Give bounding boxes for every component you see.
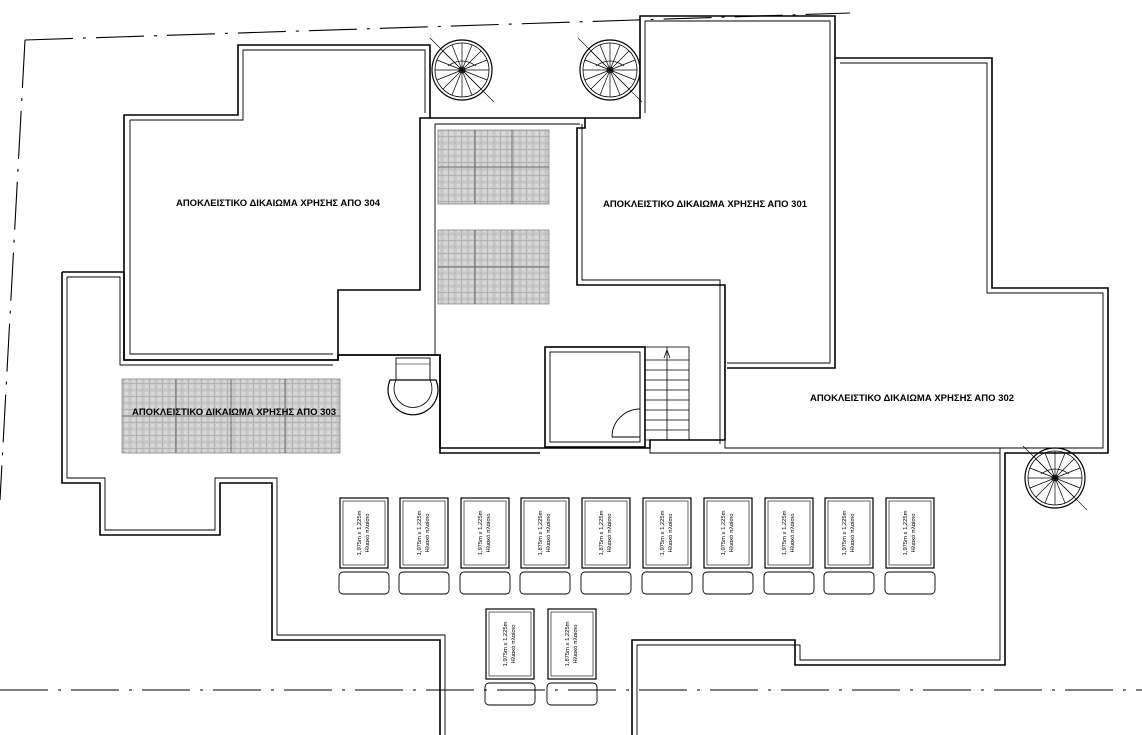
panel-type-label: Ηλιακό πλαίσιο xyxy=(545,514,552,553)
panel-type-label: Ηλιακό πλαίσιο xyxy=(667,514,674,553)
solar-panel: 1,875m x 1,225m Ηλιακό πλαίσιο xyxy=(519,497,571,595)
solar-panel: 1,975m x 1,225m Ηλιακό πλαίσιο xyxy=(398,497,450,595)
solar-panel-row-2: 1,975m x 1,225m Ηλιακό πλαίσιο 1,875m x … xyxy=(484,608,598,706)
solar-panel: 1,975m x 1,225m Ηλιακό πλαίσιο xyxy=(459,497,511,595)
panel-size-label: 1,875m x 1,225m xyxy=(538,510,544,555)
panel-size-label: 1,975m x 1,225m xyxy=(503,621,509,666)
panel-type-label: Ηλιακό πλαίσιο xyxy=(364,514,371,553)
panel-size-label: 1,975m x 1,225m xyxy=(721,510,727,555)
solar-panel: 1,975m x 1,225m Ηλιακό πλαίσιο xyxy=(484,608,536,706)
solar-panel: 1,975m x 1,225m Ηλιακό πλαίσιο xyxy=(702,497,754,595)
solar-panel-row-1: 1,975m x 1,225m Ηλιακό πλαίσιο 1,975m x … xyxy=(338,497,936,595)
room-301-outline xyxy=(585,15,836,369)
panel-type-label: Ηλιακό πλαίσιο xyxy=(728,514,735,553)
panel-size-label: 1,875m x 1,225m xyxy=(599,510,605,555)
panel-type-label: Ηλιακό πλαίσιο xyxy=(910,514,917,553)
panel-type-label: Ηλιακό πλαίσιο xyxy=(572,625,579,664)
panel-size-label: 1,975m x 1,225m xyxy=(782,510,788,555)
panel-size-label: 1,975m x 1,225m xyxy=(357,510,363,555)
room-label-301: ΑΠΟΚΛΕΙΣΤΙΚΟ ΔΙΚΑΙΩΜΑ ΧΡΗΣΗΣ ΑΠΟ 301 xyxy=(603,199,808,210)
straight-stair-icon xyxy=(644,346,690,441)
room-label-303: ΑΠΟΚΛΕΙΣΤΙΚΟ ΔΙΚΑΙΩΜΑ ΧΡΗΣΗΣ ΑΠΟ 303 xyxy=(132,407,336,418)
property-boundary xyxy=(0,12,1142,691)
panel-size-label: 1,975m x 1,225m xyxy=(903,510,909,555)
panel-type-label: Ηλιακό πλαίσιο xyxy=(849,514,856,553)
solar-panel: 1,975m x 1,225m Ηλιακό πλαίσιο xyxy=(763,497,815,595)
panel-type-label: Ηλιακό πλαίσιο xyxy=(424,514,431,553)
panel-size-label: 1,875m x 1,225m xyxy=(565,621,571,666)
panel-type-label: Ηλιακό πλαίσιο xyxy=(485,514,492,553)
panel-type-label: Ηλιακό πλαίσιο xyxy=(606,514,613,553)
spiral-stair-icon xyxy=(1022,445,1088,511)
room-302-outline xyxy=(631,57,1109,735)
panel-size-label: 1,975m x 1,225m xyxy=(478,510,484,555)
room-label-302: ΑΠΟΚΛΕΙΣΤΙΚΟ ΔΙΚΑΙΩΜΑ ΧΡΗΣΗΣ ΑΠΟ 302 xyxy=(810,393,1014,404)
solar-panel: 1,975m x 1,225m Ηλιακό πλαίσιο xyxy=(823,497,875,595)
spiral-stair-icon xyxy=(577,37,643,103)
spiral-stair-icon xyxy=(429,37,495,103)
tiled-area xyxy=(437,229,550,305)
solar-panel: 1,975m x 1,225m Ηλιακό πλαίσιο xyxy=(641,497,693,595)
room-label-304: ΑΠΟΚΛΕΙΣΤΙΚΟ ΔΙΚΑΙΩΜΑ ΧΡΗΣΗΣ ΑΠΟ 304 xyxy=(176,198,381,209)
panel-type-label: Ηλιακό πλαίσιο xyxy=(510,625,517,664)
room-303-outline xyxy=(61,271,540,735)
panel-size-label: 1,975m x 1,225m xyxy=(842,510,848,555)
solar-panel: 1,975m x 1,225m Ηλιακό πλαίσιο xyxy=(338,497,390,595)
solar-panel: 1,875m x 1,225m Ηλιακό πλαίσιο xyxy=(580,497,632,595)
panel-size-label: 1,975m x 1,225m xyxy=(660,510,666,555)
panel-size-label: 1,975m x 1,225m xyxy=(417,510,423,555)
solar-panel: 1,975m x 1,225m Ηλιακό πλαίσιο xyxy=(884,497,936,595)
circular-stair-icon xyxy=(387,357,439,416)
stair-core xyxy=(544,346,646,448)
tiled-area xyxy=(437,129,550,205)
tiled-area xyxy=(121,378,341,454)
panel-type-label: Ηλιακό πλαίσιο xyxy=(789,514,796,553)
solar-panel: 1,875m x 1,225m Ηλιακό πλαίσιο xyxy=(546,608,598,706)
